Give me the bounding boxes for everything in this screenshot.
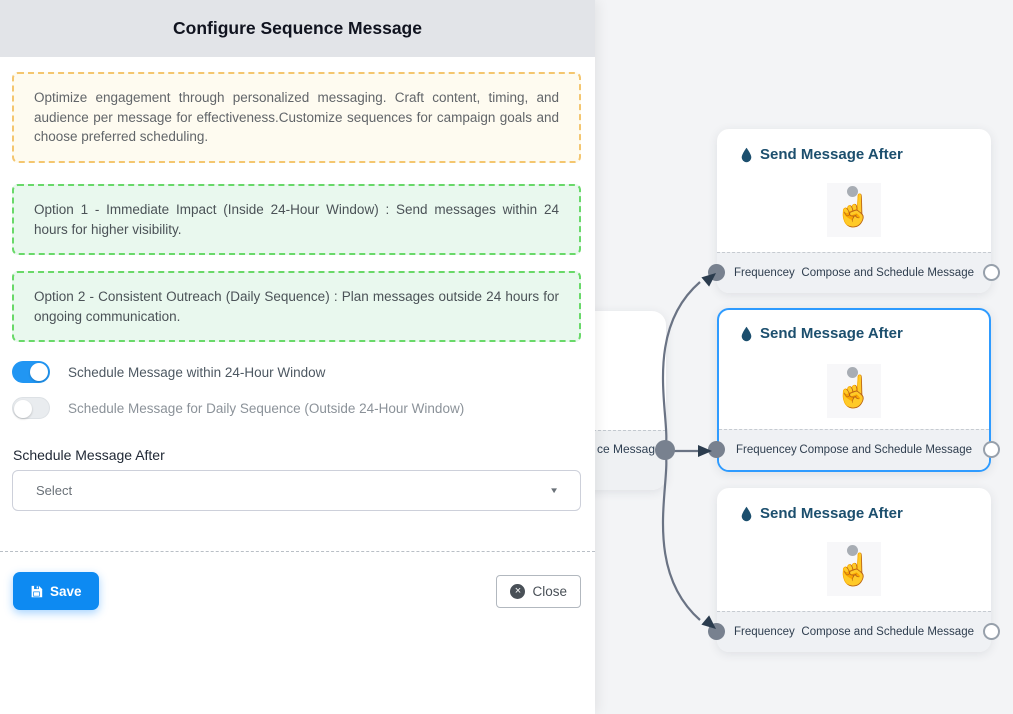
droplet-icon	[741, 147, 752, 162]
toggle-within-24h-label: Schedule Message within 24-Hour Window	[68, 364, 326, 380]
partial-node-label: ce Message	[597, 442, 662, 456]
toggle-daily-sequence[interactable]	[12, 397, 50, 419]
toggle-row-daily-sequence: Schedule Message for Daily Sequence (Out…	[12, 397, 464, 419]
node-footer: Frequencey Compose and Schedule Message	[719, 429, 989, 470]
node-title: Send Message After	[760, 325, 903, 342]
schedule-after-label: Schedule Message After	[13, 447, 165, 463]
node-title: Send Message After	[760, 505, 903, 522]
option1-note: Option 1 - Immediate Impact (Inside 24-H…	[12, 184, 581, 255]
chevron-down-icon: ▼	[549, 486, 559, 495]
save-button[interactable]: Save	[13, 572, 99, 610]
node-send-message-after-3[interactable]: Send Message After ☝ Frequencey Compose …	[708, 488, 1000, 652]
option2-note: Option 2 - Consistent Outreach (Daily Se…	[12, 271, 581, 342]
panel-header: Configure Sequence Message	[0, 0, 595, 57]
source-handle[interactable]	[983, 623, 1000, 640]
node-title: Send Message After	[760, 146, 903, 163]
frequency-handle-label: Frequencey	[736, 444, 797, 456]
schedule-after-select[interactable]: Select ▼	[12, 470, 581, 511]
target-handle[interactable]	[708, 264, 725, 281]
panel-title: Configure Sequence Message	[173, 18, 422, 38]
click-hand-icon[interactable]: ☝	[827, 183, 881, 237]
click-hand-icon[interactable]: ☝	[827, 542, 881, 596]
footer-divider	[0, 551, 595, 552]
configure-sequence-panel: Configure Sequence Message Optimize enga…	[0, 0, 595, 714]
node-footer: Frequencey Compose and Schedule Message	[717, 611, 991, 652]
save-icon	[31, 585, 43, 597]
toggle-daily-sequence-label: Schedule Message for Daily Sequence (Out…	[68, 400, 465, 416]
frequency-handle-label: Frequencey	[734, 267, 795, 279]
click-hand-icon[interactable]: ☝	[827, 364, 881, 418]
close-button-label: Close	[532, 584, 567, 599]
intro-note: Optimize engagement through personalized…	[12, 72, 581, 163]
compose-handle-label: Compose and Schedule Message	[799, 444, 972, 456]
frequency-handle-label: Frequencey	[734, 626, 795, 638]
source-handle[interactable]	[983, 264, 1000, 281]
droplet-icon	[741, 506, 752, 521]
toggle-within-24h[interactable]	[12, 361, 50, 383]
target-handle[interactable]	[708, 623, 725, 640]
node-send-message-after-1[interactable]: Send Message After ☝ Frequencey Compose …	[708, 129, 1000, 293]
droplet-icon	[741, 326, 752, 341]
close-icon: ×	[510, 584, 526, 599]
node-send-message-after-2[interactable]: Send Message After ☝ Frequencey Compose …	[708, 308, 1000, 472]
save-button-label: Save	[50, 583, 82, 599]
source-handle[interactable]	[983, 441, 1000, 458]
select-value: Select	[36, 483, 73, 498]
node-footer: Frequencey Compose and Schedule Message	[717, 252, 991, 293]
compose-handle-label: Compose and Schedule Message	[801, 267, 974, 279]
compose-handle-label: Compose and Schedule Message	[801, 626, 974, 638]
target-handle[interactable]	[708, 441, 725, 458]
close-button[interactable]: × Close	[496, 575, 581, 608]
toggle-row-within-24h: Schedule Message within 24-Hour Window	[12, 361, 325, 383]
